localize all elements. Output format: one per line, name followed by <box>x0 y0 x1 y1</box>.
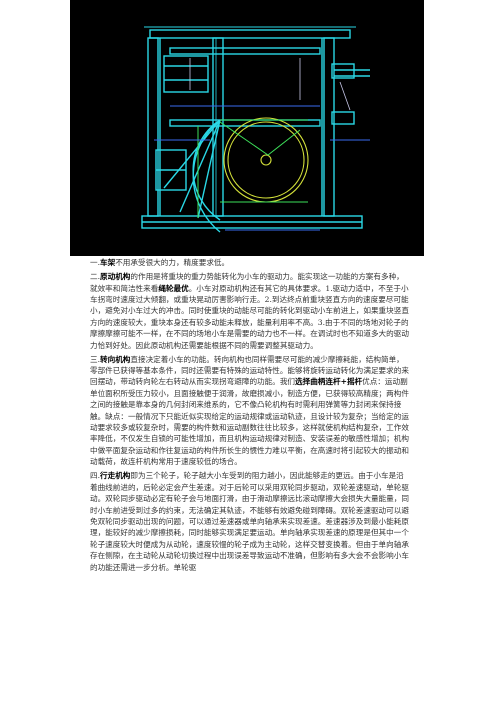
paragraph-3: 三.转向机构直接决定着小车的功能。转向机构也同样需要尽可能的减少摩擦耗能，结构简… <box>90 354 410 468</box>
paragraph-text: 。小车对原动机构还有其它的具体要求。1.驱动力适中，不至于小车拐弯时速度过大倾翻… <box>90 283 409 350</box>
paragraph-keyword: 车架 <box>100 258 116 267</box>
paragraph-text: 优点：运动副单位面积所受压力较小，且面接触便于润滑，故磨损减小，制造方便，已获得… <box>90 377 409 467</box>
top-bar <box>149 29 351 39</box>
cad-drawing <box>70 0 424 256</box>
paragraph-prefix: 二. <box>90 272 101 282</box>
paragraph-keyword: 选择曲柄连杆+摇杆 <box>295 377 363 387</box>
paragraph-2: 二.原动机构的作用是将重块的重力势能转化为小车的驱动力。能实现这一功能的方案有多… <box>90 271 410 351</box>
paragraph-prefix: 三. <box>90 354 101 364</box>
paragraph-text: 直接决定着小车的功能。转向机构也同样需要尽可能的减少摩擦耗能，结构简单，零部件已… <box>90 354 409 387</box>
mechanism-diagram <box>141 26 370 233</box>
large-wheel <box>223 117 309 203</box>
article-body: 一.车架不用承受很大的力，精度要求低。 二.原动机构的作用是将重块的重力势能转化… <box>90 257 410 576</box>
paragraph-keyword: 转向机构 <box>100 354 131 364</box>
paragraph-prefix: 一. <box>90 258 101 267</box>
paragraph-keyword: 原动机构 <box>100 272 131 282</box>
paragraph-text: 不用承受很大的力，精度要求低。 <box>115 258 230 267</box>
paragraph-1: 一.车架不用承受很大的力，精度要求低。 <box>90 257 410 268</box>
paragraph-4: 四.行走机构即为三个轮子，轮子越大小车受到的阻力越小，因此能够走的更远。由于小车… <box>90 470 410 573</box>
paragraph-keyword: 绳轮最优 <box>158 283 189 293</box>
paragraph-text: 即为三个轮子，轮子越大小车受到的阻力越小，因此能够走的更远。由于小车是沿着曲线前… <box>90 471 409 572</box>
paragraph-text: 的作用是将重块的重力势能转化为小车的驱动力。能实现这一功能的方案有多种，就效率和… <box>90 272 404 293</box>
paragraph-prefix: 四. <box>90 471 101 481</box>
paragraph-keyword: 行走机构 <box>100 471 131 481</box>
